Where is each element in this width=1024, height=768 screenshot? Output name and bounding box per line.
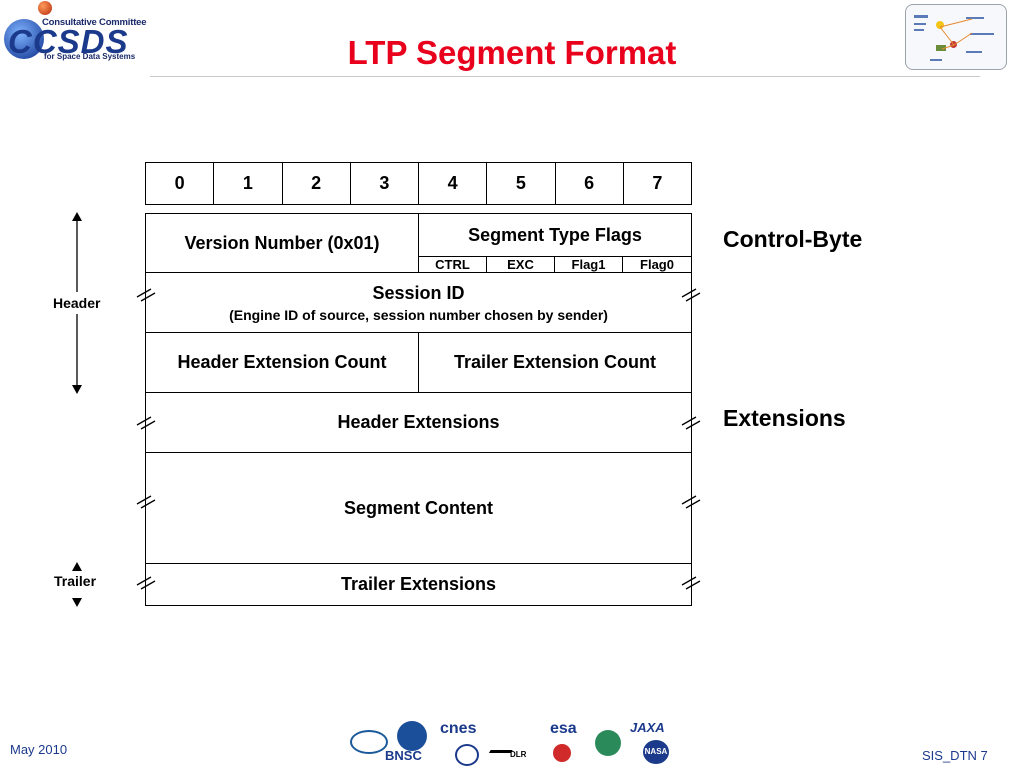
bit-index-cell: 2	[281, 163, 350, 204]
break-mark-icon	[136, 416, 156, 430]
nasa-logo: NASA	[643, 740, 669, 764]
bnsc-logo: BNSC	[385, 748, 422, 763]
header-extension-count-label: Header Extension Count	[177, 352, 387, 372]
bit-index-cell: 6	[554, 163, 623, 204]
bit-index-cell: 5	[486, 163, 554, 204]
session-id-cell: Session ID (Engine ID of source, session…	[145, 272, 692, 333]
csa-logo-icon	[397, 721, 427, 751]
flag-cell-flag0: Flag0	[622, 256, 692, 273]
header-extension-count-cell: Header Extension Count	[145, 332, 419, 393]
break-mark-icon	[136, 288, 156, 302]
segment-content-label: Segment Content	[343, 497, 493, 518]
break-mark-icon	[136, 495, 156, 509]
bit-index-cell: 3	[349, 163, 418, 204]
flag-cell-exc: EXC	[486, 256, 555, 273]
footer-date: May 2010	[10, 742, 68, 757]
trailer-extensions-cell: Trailer Extensions	[145, 563, 692, 606]
segment-content-cell: Segment Content	[145, 452, 692, 564]
esa-logo: esa	[550, 720, 577, 737]
trailer-extensions-label: Trailer Extensions	[340, 574, 497, 594]
break-mark-icon	[136, 576, 156, 590]
break-mark-icon	[681, 416, 701, 430]
version-number-label: Version Number (0x01)	[184, 232, 380, 253]
segment-type-flags-cell: Segment Type Flags	[418, 213, 692, 257]
ccsds-logo: Consultative Committee CCSDS for Space D…	[0, 0, 150, 70]
break-mark-icon	[681, 576, 701, 590]
control-byte-label: Control-Byte	[723, 226, 863, 252]
header-extensions-cell: Header Extensions	[145, 392, 692, 453]
version-number-cell: Version Number (0x01)	[145, 213, 419, 273]
trailer-extension-count-cell: Trailer Extension Count	[418, 332, 692, 393]
header-span-label: Header	[53, 295, 101, 311]
nspo-logo-icon	[455, 744, 479, 766]
break-mark-icon	[681, 495, 701, 509]
flag-cell-flag1: Flag1	[554, 256, 623, 273]
extensions-label: Extensions	[723, 405, 846, 431]
bit-index-cell: 0	[174, 173, 185, 193]
logo-committee-text: Consultative Committee	[42, 17, 147, 28]
asi-logo-icon	[350, 730, 388, 754]
slide-title: LTP Segment Format	[347, 34, 677, 71]
trailer-extension-count-label: Trailer Extension Count	[453, 352, 657, 372]
logo-acronym: CCSDS	[8, 23, 129, 60]
dlr-logo: DLR	[510, 750, 527, 759]
planet-icon	[38, 1, 52, 15]
agency-logos: cnes esa BNSC DLR JAXA NASA	[345, 718, 680, 766]
jaxa-logo: JAXA	[630, 720, 665, 735]
break-mark-icon	[681, 288, 701, 302]
header-divider	[150, 76, 980, 77]
bit-index-cell: 4	[418, 163, 486, 204]
trailer-span-arrow-icon	[72, 562, 82, 607]
footer-slide-id: SIS_DTN 7	[922, 748, 988, 763]
header-span-arrow-icon	[72, 212, 82, 394]
flag-cell-ctrl: CTRL	[418, 256, 487, 273]
segment-type-flags-label: Segment Type Flags	[468, 224, 642, 245]
logo-tagline: for Space Data Systems	[44, 52, 136, 61]
roscosmos-logo-icon	[553, 744, 571, 762]
inpe-logo-icon	[595, 730, 621, 756]
header-extensions-label: Header Extensions	[337, 412, 500, 432]
trailer-span-label: Trailer	[54, 573, 97, 589]
session-id-detail: (Engine ID of source, session number cho…	[229, 306, 608, 323]
bit-index-cell: 1	[213, 163, 281, 204]
thumbnail-diagram-icon	[905, 4, 1007, 70]
bit-index-cell: 7	[622, 163, 691, 204]
session-id-label: Session ID	[372, 282, 465, 303]
cnes-logo: cnes	[440, 720, 477, 737]
globe-icon	[4, 19, 44, 59]
